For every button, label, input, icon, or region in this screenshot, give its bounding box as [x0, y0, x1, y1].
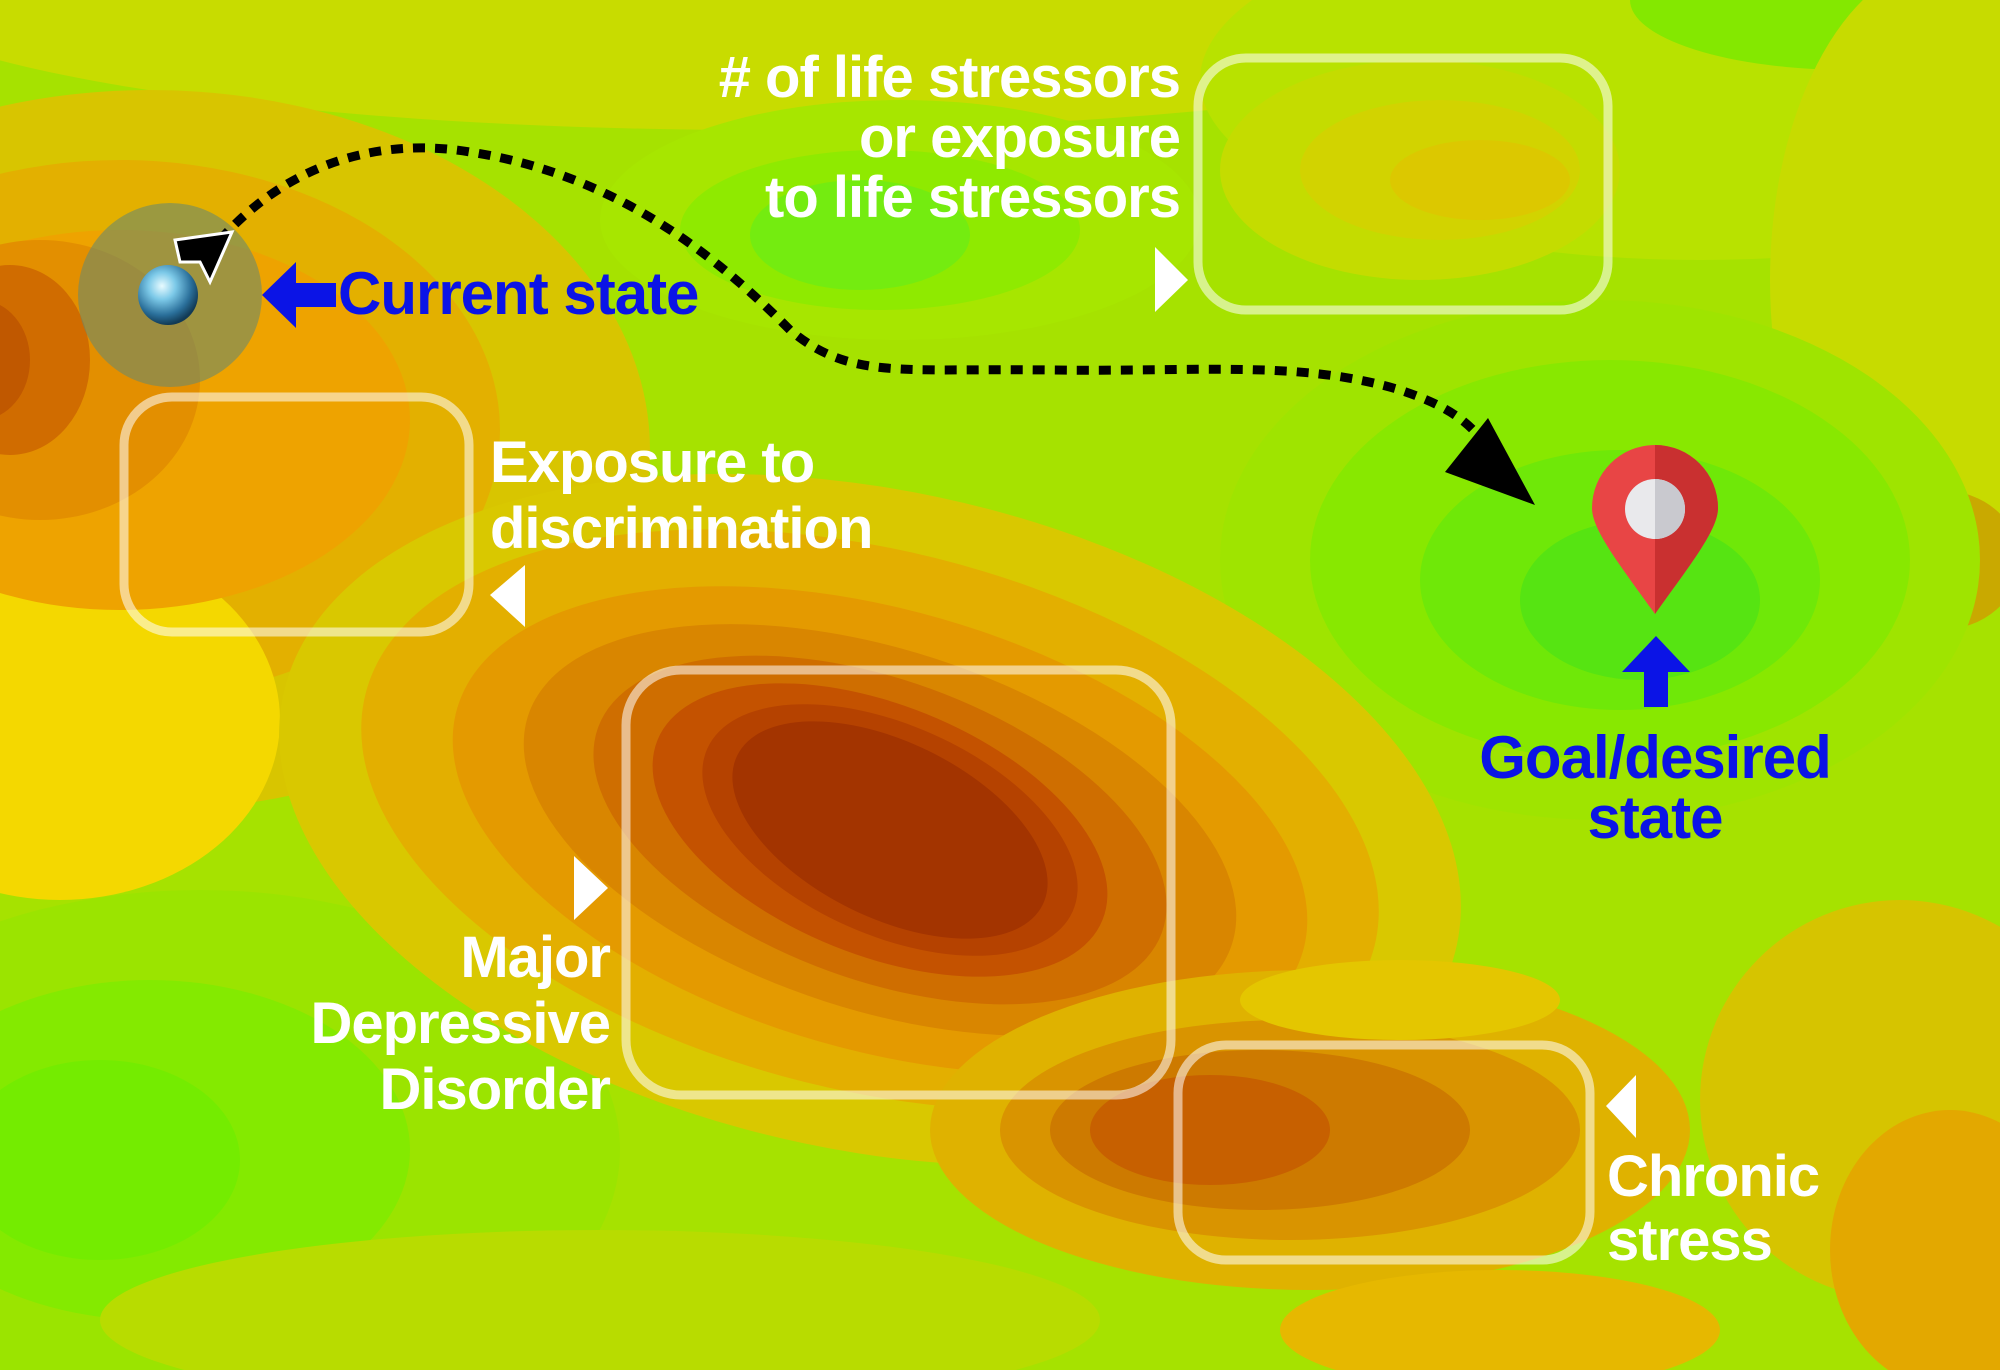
- goal-line-1: Goal/desired: [1479, 724, 1831, 791]
- dotted-path-arrow: [216, 143, 1505, 473]
- discrimination-line-2: discrimination: [490, 496, 873, 561]
- map-pin-icon: [1592, 445, 1718, 614]
- discrimination-box: [119, 392, 474, 637]
- path-arrowhead-start: [173, 230, 235, 286]
- discrimination-line-1: Exposure to: [490, 430, 815, 495]
- chronic-line-2: stress: [1607, 1208, 1773, 1273]
- life-stressors-line-3: to life stressors: [765, 165, 1181, 230]
- discrimination-label: Exposure to discrimination: [490, 430, 873, 562]
- life-stressors-line-2: or exposure: [859, 105, 1181, 170]
- mdd-pointer: [574, 856, 608, 920]
- pointer-triangles: [490, 247, 1636, 1138]
- path-arrowhead-end: [1445, 418, 1535, 505]
- mdd-box: [621, 665, 1176, 1100]
- life-stressors-label: # of life stressors or exposure to life …: [640, 45, 1181, 230]
- chronic-pointer: [1606, 1075, 1636, 1138]
- chronic-line-1: Chronic: [1607, 1144, 1820, 1209]
- mdd-line-3: Disorder: [379, 1057, 611, 1122]
- goal-label: Goal/desired state: [1455, 728, 1855, 848]
- goal-line-2: state: [1587, 784, 1723, 851]
- region-boxes: [119, 53, 1613, 1265]
- current-state-arrow: [262, 262, 336, 328]
- discrimination-pointer: [490, 565, 525, 627]
- current-state-label: Current state: [338, 260, 699, 327]
- life-stressors-box: [1193, 53, 1613, 315]
- mdd-label: Major Depressive Disorder: [260, 925, 611, 1123]
- goal-arrow: [1622, 636, 1690, 707]
- current-state-ball-icon: [138, 265, 198, 325]
- chronic-box: [1173, 1040, 1595, 1265]
- life-stressors-pointer: [1155, 247, 1188, 312]
- life-stressors-line-1: # of life stressors: [718, 45, 1181, 110]
- mdd-line-2: Depressive: [310, 991, 611, 1056]
- chronic-stress-label: Chronic stress: [1607, 1144, 1820, 1273]
- mdd-line-1: Major: [460, 925, 611, 990]
